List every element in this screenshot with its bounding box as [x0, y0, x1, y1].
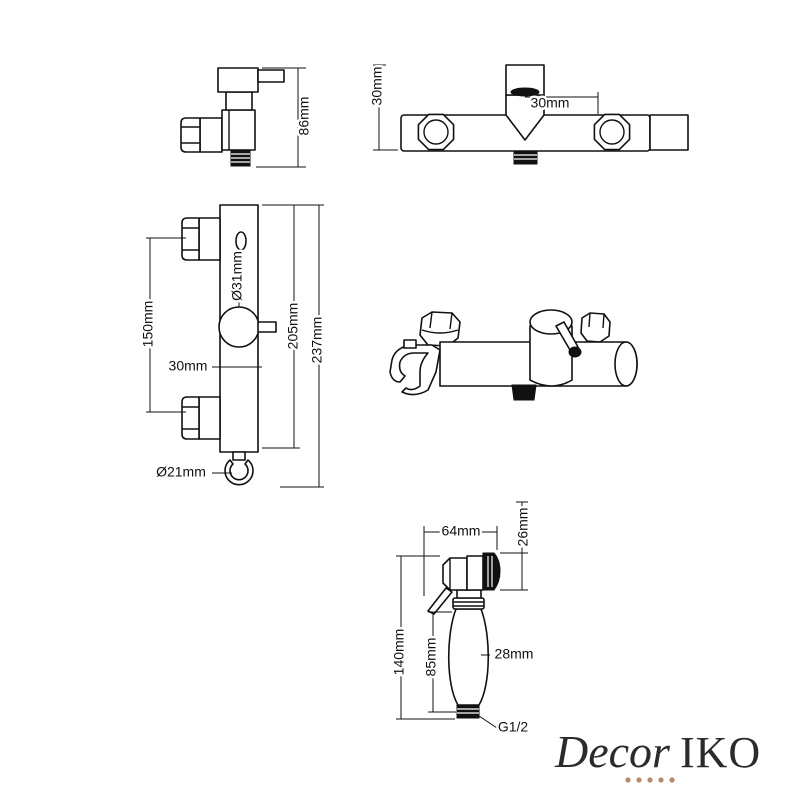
dim-depth-label: 30mm [169, 358, 208, 374]
cylinder-end [614, 341, 638, 387]
dim-inlet-spacing: 150mm [137, 237, 186, 413]
brand-logo-script: Decor [554, 726, 671, 777]
thread-callout: G1/2 [478, 715, 531, 737]
inlet-nut [180, 117, 223, 153]
dim-height-label: 30mm [369, 67, 385, 106]
valve-neck [225, 91, 253, 111]
dim-offset-label: 30mm [531, 95, 570, 111]
control-knob [218, 306, 260, 348]
brand-dot [669, 777, 675, 783]
handle-lever [555, 321, 579, 351]
dim-height-label: 86mm [296, 97, 312, 136]
shower-handle [447, 608, 490, 706]
left-nut [419, 311, 461, 347]
valve-body [221, 109, 256, 151]
front-view-top-drawing: 30mm 30mm [366, 64, 689, 165]
outlet-thread [513, 150, 538, 165]
top-inlet-nut [181, 217, 221, 261]
brand-logo-caps: IKO [680, 728, 761, 777]
dim-knob-diameter: Ø31mm [226, 249, 247, 307]
dim-knob-diameter-label: Ø31mm [229, 251, 245, 301]
right-nut [580, 312, 611, 343]
dim-handle-width: 28mm [481, 643, 536, 664]
dim-total-length: 140mm [388, 555, 455, 720]
bottom-inlet-nut [181, 396, 221, 440]
side-view-drawing: Ø31mm 150mm 205mm 237mm 30mm Ø21mm [137, 204, 327, 488]
shower-holder-clip [389, 339, 441, 396]
dim-inlet-spacing-label: 150mm [140, 301, 156, 348]
head-body [466, 555, 484, 591]
brand-dot [636, 777, 642, 783]
dim-height: 86mm [256, 67, 314, 168]
holder-connector [232, 451, 246, 461]
outlet [511, 384, 537, 401]
brand-logo: Decor IKO [554, 726, 761, 783]
perspective-view-drawing [389, 309, 638, 401]
dim-head-height: 26mm [500, 501, 533, 591]
brand-dots [625, 777, 675, 783]
spray-nozzle [482, 552, 501, 591]
right-nut [593, 113, 631, 151]
head-hex [442, 557, 468, 591]
brand-dot [625, 777, 631, 783]
dim-handle-width-label: 28mm [495, 646, 534, 662]
hand-shower-drawing: 64mm 26mm 140mm 85mm 28mm G1/2 [388, 501, 536, 737]
dim-head-height-label: 26mm [515, 508, 531, 547]
knob-lever [257, 321, 277, 333]
outlet-thread [230, 149, 251, 167]
handle-head [217, 67, 259, 93]
trigger-lever [427, 587, 453, 615]
dim-handle-length-label: 85mm [423, 638, 439, 677]
handle-collar [452, 597, 485, 610]
brand-dot [658, 777, 664, 783]
lever-tip [568, 346, 582, 358]
dim-total-height: 237mm [280, 205, 327, 488]
brand-dot [647, 777, 653, 783]
dim-holder-diameter: Ø21mm [154, 461, 232, 482]
head-neck [456, 589, 482, 599]
thread-callout-label: G1/2 [498, 719, 529, 735]
dim-handle-length: 85mm [420, 611, 456, 713]
dim-head-length-label: 64mm [442, 523, 481, 539]
dim-offset: 30mm [525, 92, 599, 114]
dim-total-length-label: 140mm [391, 629, 407, 676]
dim-depth: 30mm [166, 355, 262, 376]
side-view-top-drawing: 86mm [180, 67, 314, 168]
end-cap [649, 114, 689, 151]
center-body [529, 325, 573, 387]
handle-tip [510, 87, 540, 97]
dim-body-height: 205mm [262, 204, 324, 449]
dim-head-length: 64mm [423, 520, 498, 596]
left-nut [417, 113, 455, 151]
handle-thread [456, 704, 480, 719]
dim-body-height-label: 205mm [285, 303, 301, 350]
dim-total-height-label: 237mm [309, 317, 325, 364]
shower-holder-clip [224, 459, 254, 486]
top-cap [235, 231, 247, 251]
dim-height: 30mm [366, 64, 398, 151]
dim-holder-diameter-label: Ø21mm [156, 464, 206, 480]
handle-lever [257, 69, 285, 83]
